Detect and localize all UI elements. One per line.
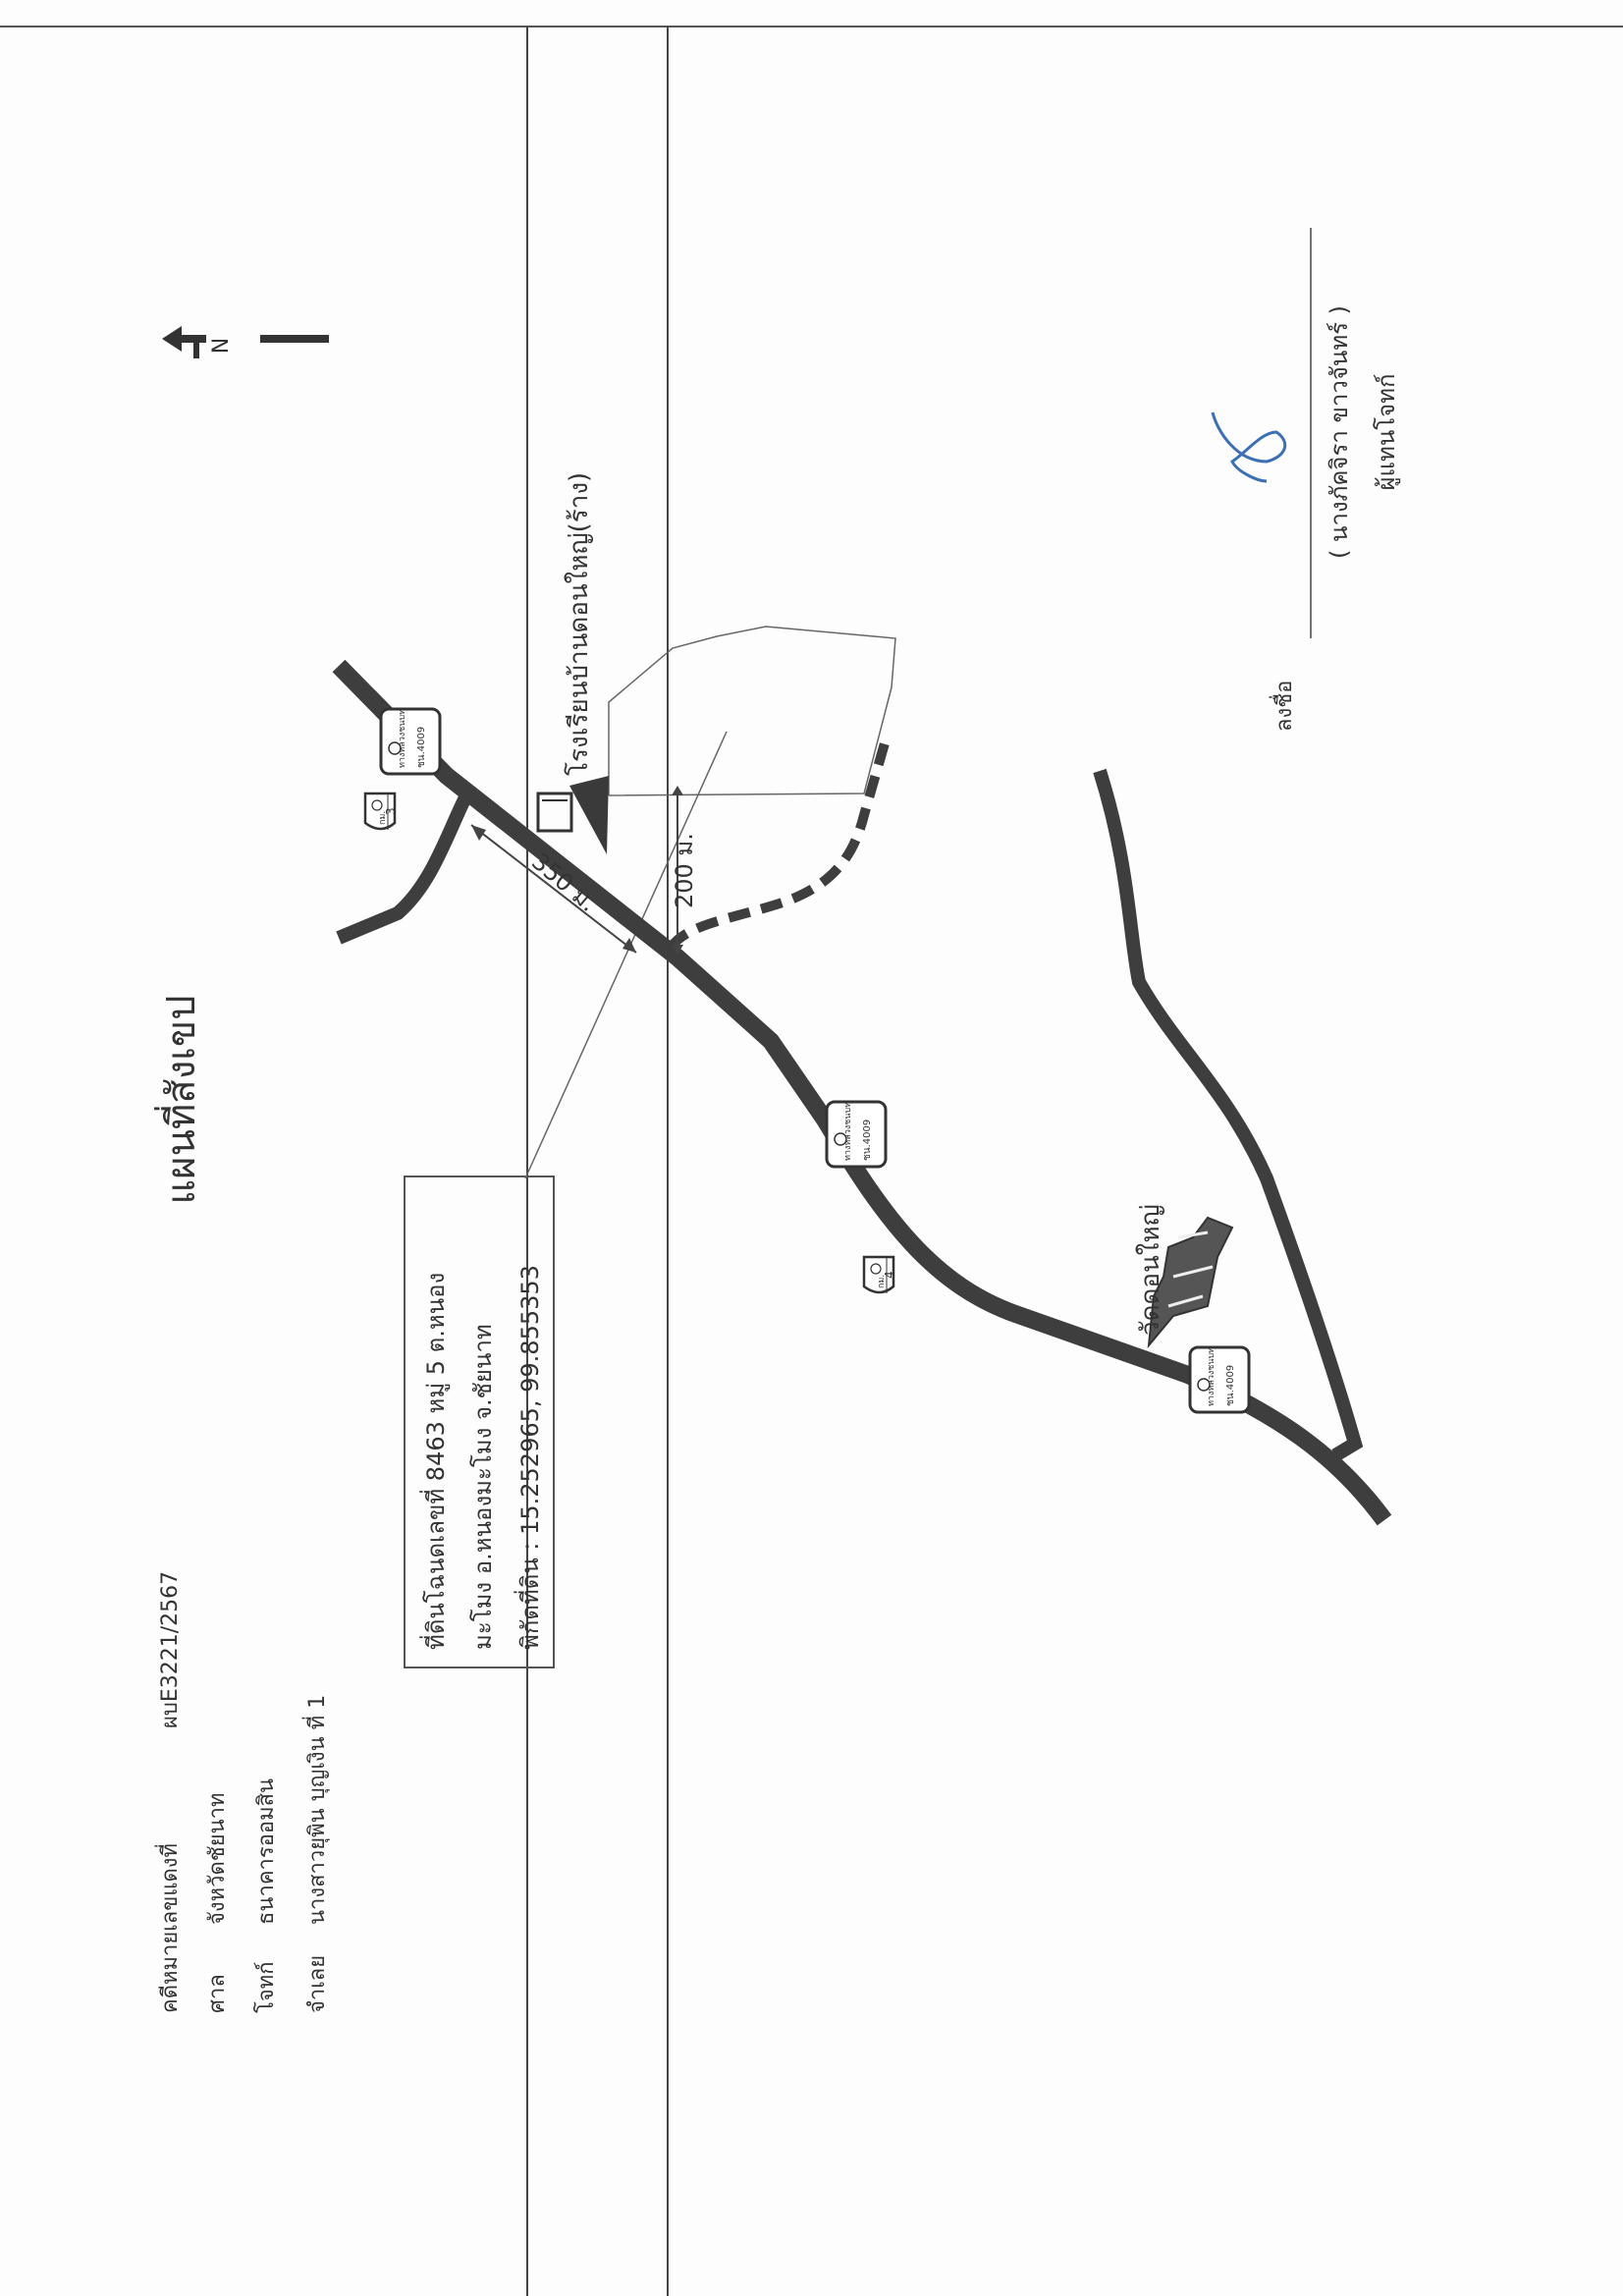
school-label: โรงเรียนบ้านดอนใหญ่(ร้าง) bbox=[564, 472, 594, 776]
svg-text:4: 4 bbox=[883, 1271, 896, 1279]
defendant-value: นางสาวยุพิน บุญเงิน ที่ 1 bbox=[301, 1695, 330, 1925]
defendant-label: จำเลย bbox=[305, 1955, 330, 2013]
road-sign-4009-c: ทางหลวงชนบท ชน.4009 bbox=[1188, 1345, 1251, 1414]
svg-text:ชน.4009: ชน.4009 bbox=[862, 1120, 873, 1161]
svg-text:ชน.4009: ชน.4009 bbox=[1225, 1365, 1236, 1406]
svg-text:ทางหลวงชนบท: ทางหลวงชนบท bbox=[843, 1102, 853, 1161]
temple-label: วัดดอนใหญ่ bbox=[1136, 1204, 1165, 1336]
land-parcel-outline bbox=[608, 626, 896, 796]
school-icon bbox=[536, 776, 609, 854]
road-sign-4009-a: ทางหลวงชนบท ชน.4009 bbox=[379, 707, 442, 776]
svg-text:3: 3 bbox=[384, 807, 398, 815]
case-info: คดีหมายเลขแดงที่ ผบE3221/2567 ศาล จังหวั… bbox=[154, 1571, 330, 2013]
leader-line bbox=[524, 731, 728, 1179]
signature-mark bbox=[1211, 411, 1287, 483]
land-line-3: พิกัดที่ดิน : 15.252965, 99.855353 bbox=[514, 1265, 544, 1650]
svg-text:ชน.4009: ชน.4009 bbox=[416, 727, 427, 768]
km-post-3: กม. 3 bbox=[363, 792, 398, 831]
land-info-box: ที่ดินโฉนดเลขที่ 8463 หมู่ 5 ต.หนอง มะโม… bbox=[404, 1175, 555, 1668]
dist-350-line bbox=[470, 824, 637, 954]
land-line-1: ที่ดินโฉนดเลขที่ 8463 หมู่ 5 ต.หนอง bbox=[419, 1273, 451, 1650]
road-branch-left bbox=[336, 792, 473, 945]
road-right bbox=[1093, 768, 1364, 1462]
land-line-2: มะโมง อ.หนองมะโมง จ.ชัยนาท bbox=[469, 1324, 497, 1650]
north-label: N bbox=[209, 338, 234, 354]
road-sign-4009-b: ทางหลวงชนบท ชน.4009 bbox=[825, 1100, 888, 1169]
plaintiff-value: ธนาคารออมสิน bbox=[254, 1778, 279, 1925]
court-value: จังหวัดชัยนาท bbox=[205, 1793, 230, 1926]
north-arrow-icon: N bbox=[162, 326, 329, 358]
case-number-label: คดีหมายเลขแดงที่ bbox=[154, 1843, 183, 2013]
signatory-role: ผู้แทนโจทก์ bbox=[1373, 373, 1401, 490]
plaintiff-label: โจทก์ bbox=[253, 1961, 279, 2013]
court-label: ศาล bbox=[205, 1974, 230, 2013]
svg-text:ทางหลวงชนบท: ทางหลวงชนบท bbox=[1207, 1347, 1217, 1406]
temple-icon bbox=[1147, 1216, 1234, 1349]
svg-text:ทางหลวงชนบท: ทางหลวงชนบท bbox=[398, 709, 407, 768]
svg-text:กม.: กม. bbox=[877, 1275, 887, 1288]
svg-text:กม.: กม. bbox=[378, 811, 388, 825]
dist-200-label: 200 ม. bbox=[671, 833, 698, 908]
signature-block: ลงชื่อ ( นางภัคจิรา ขาวจันทร์ ) ผู้แทนโจ… bbox=[1211, 228, 1401, 732]
km-post-4: กม. 4 bbox=[862, 1255, 896, 1294]
signatory-name: ( นางภัคจิรา ขาวจันทร์ ) bbox=[1325, 305, 1353, 559]
access-track-dashed bbox=[666, 735, 892, 952]
map-title: แผนที่สังเขป bbox=[154, 995, 204, 1204]
case-number-value: ผบE3221/2567 bbox=[158, 1571, 183, 1728]
sign-label: ลงชื่อ bbox=[1269, 681, 1297, 732]
